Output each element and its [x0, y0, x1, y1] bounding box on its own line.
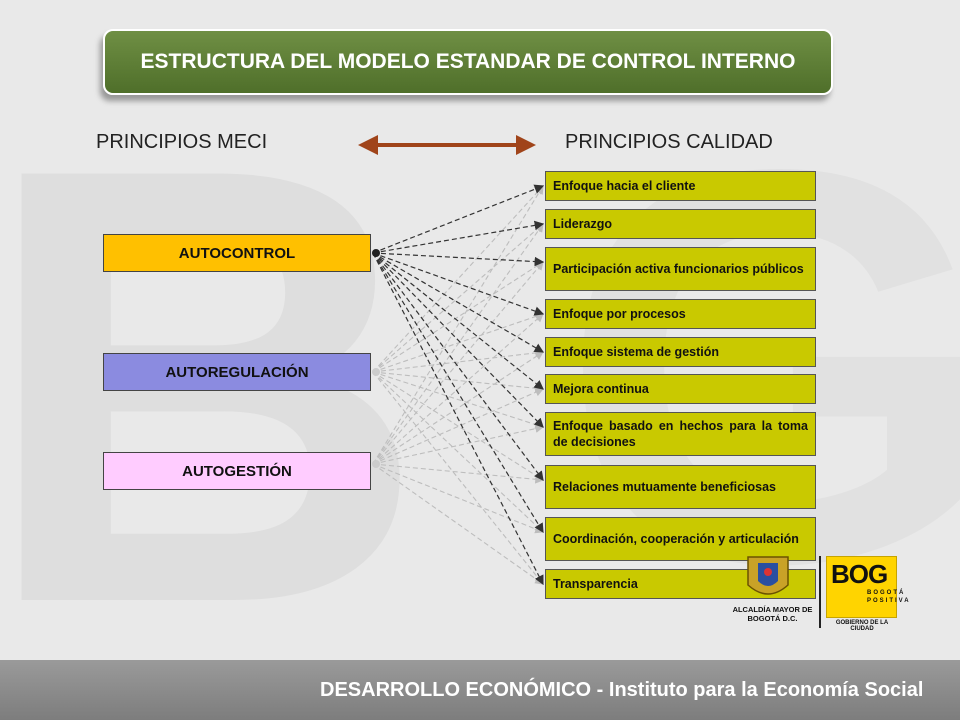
- meci-header: PRINCIPIOS MECI: [96, 131, 268, 153]
- title-banner: ESTRUCTURA DEL MODELO ESTANDAR DE CONTRO…: [103, 29, 833, 95]
- bog-logo-caption: GOBIERNO DE LA CIUDAD: [835, 620, 889, 632]
- quality-principle: Enfoque por procesos: [545, 299, 816, 329]
- quality-principle: Coordinación, cooperación y articulación: [545, 517, 816, 561]
- bog-logo-word: BOG: [831, 559, 888, 589]
- quality-principle: Liderazgo: [545, 209, 816, 239]
- quality-header: PRINCIPIOS CALIDAD: [565, 131, 773, 153]
- footer-bar: DESARROLLO ECONÓMICO - Instituto para la…: [0, 660, 960, 720]
- meci-autocontrol: AUTOCONTROL: [103, 234, 371, 272]
- meci-autogestion: AUTOGESTIÓN: [103, 452, 371, 490]
- bog-logo-subtitle: BOGOTÁ POSITIVA: [867, 590, 911, 604]
- quality-principle: Relaciones mutuamente beneficiosas: [545, 465, 816, 509]
- quality-principle: Enfoque hacia el cliente: [545, 171, 816, 201]
- alcaldia-label: ALCALDÍA MAYOR DE BOGOTÁ D.C.: [732, 605, 813, 623]
- quality-principle: Enfoque sistema de gestión: [545, 337, 816, 367]
- quality-principle: Enfoque basado en hechos para la toma de…: [545, 412, 816, 456]
- meci-autoregulacion: AUTOREGULACIÓN: [103, 353, 371, 391]
- alcaldia-coat-of-arms-logo: [747, 556, 789, 595]
- quality-principle: Mejora continua: [545, 374, 816, 404]
- quality-principle: Participación activa funcionarios públic…: [545, 247, 816, 291]
- footer-text: DESARROLLO ECONÓMICO - Instituto para la…: [320, 678, 924, 701]
- bogota-positiva-logo: BOG BOGOTÁ POSITIVA: [826, 556, 909, 618]
- page-title: ESTRUCTURA DEL MODELO ESTANDAR DE CONTRO…: [140, 50, 796, 73]
- logo-divider: [819, 556, 821, 628]
